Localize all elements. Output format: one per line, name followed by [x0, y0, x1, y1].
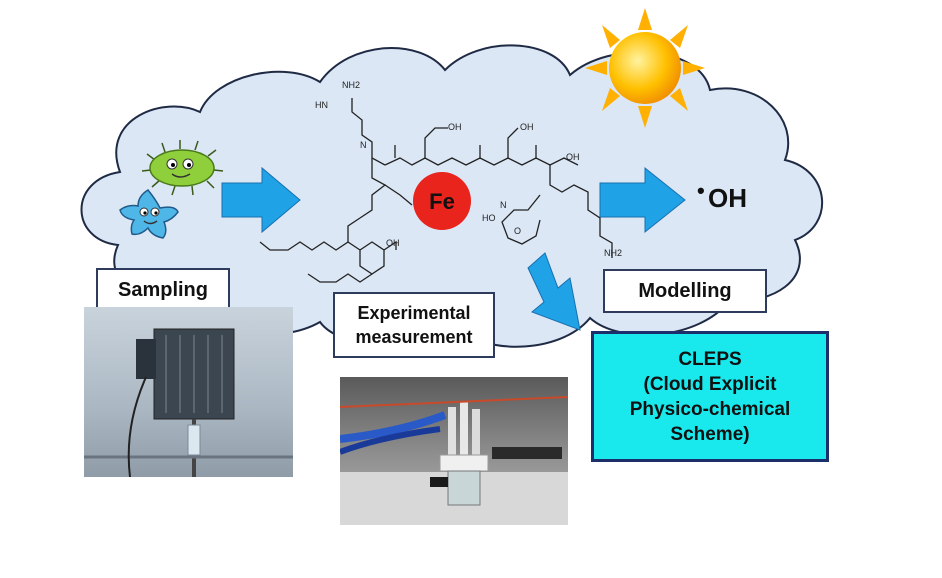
- fungus-icon: [119, 189, 179, 239]
- sampling-text: Sampling: [117, 278, 208, 301]
- hydroxyl-radical: • OH: [697, 178, 747, 213]
- atom-label: OH: [448, 122, 462, 132]
- siderophore-molecule: [259, 98, 613, 283]
- atom-label: N: [360, 140, 367, 150]
- arrow-right-icon: [599, 166, 686, 234]
- svg-text:OH: OH: [708, 183, 747, 213]
- atom-label: HO: [482, 213, 496, 223]
- atom-label: HN: [315, 100, 328, 110]
- modelling-text: Modelling: [638, 279, 732, 302]
- cleps-line3: Scheme): [670, 423, 750, 445]
- atom-label: OH: [566, 152, 580, 162]
- atom-label: NH2: [604, 248, 622, 258]
- svg-text:Fe: Fe: [429, 189, 455, 214]
- arrow-down-right-icon: [527, 252, 581, 331]
- svg-text:•: •: [697, 178, 705, 203]
- atom-label: NH2: [342, 80, 360, 90]
- atom-label: OH: [386, 238, 400, 248]
- cleps-line2: Physico-chemical: [629, 398, 791, 420]
- experimental-text-line2: measurement: [355, 327, 473, 347]
- cleps-box: CLEPS (Cloud Explicit Physico-chemical S…: [591, 331, 829, 462]
- experimental-measurement-label: Experimental measurement: [333, 292, 495, 358]
- sun-icon: [585, 8, 705, 128]
- sampling-device-photo: [84, 307, 293, 477]
- molecule-atoms: NH2 HN N OH OH OH OH HO NH2 N O: [315, 80, 622, 258]
- bacteria-icon: [141, 140, 224, 196]
- iron-atom: Fe: [413, 172, 471, 230]
- cleps-line1: (Cloud Explicit: [643, 373, 777, 395]
- cleps-title: CLEPS: [678, 348, 742, 370]
- experimental-text-line1: Experimental: [357, 303, 471, 323]
- atom-label: OH: [520, 122, 534, 132]
- sampling-label: Sampling: [96, 268, 230, 312]
- atom-label: O: [514, 226, 521, 236]
- experiment-setup-photo: [340, 377, 568, 525]
- arrow-right-icon: [221, 166, 301, 234]
- modelling-label: Modelling: [603, 269, 767, 313]
- atom-label: N: [500, 200, 507, 210]
